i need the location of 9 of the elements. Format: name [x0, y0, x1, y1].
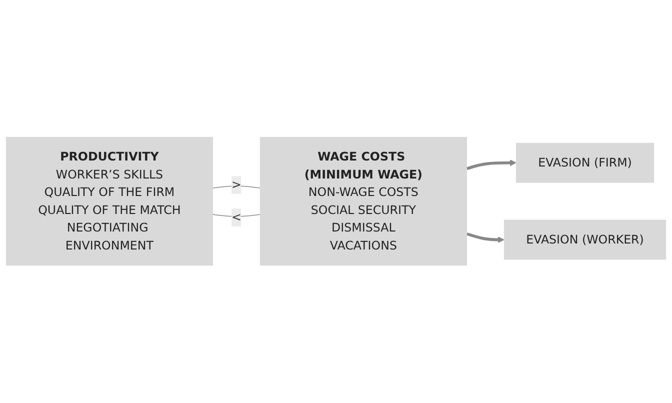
edge-label: >: [231, 178, 242, 192]
node-box: EVASION (WORKER): [504, 220, 666, 260]
node-box: EVASION (FIRM): [516, 143, 654, 183]
edge-label: <: [231, 210, 242, 224]
node-box: WAGE COSTS (MINIMUM WAGE) NON-WAGE COSTS SOCIAL SECURITY DISMISSAL VACATIONS: [260, 137, 467, 266]
arrow: [466, 232, 504, 244]
arrow: [466, 160, 516, 170]
connector: [212, 214, 260, 218]
node-box: PRODUCTIVITY WORKER’S SKILLS QUALITY OF THE FIRM QUALITY OF THE MATCH NEGOTIATING ENVIRONMENT: [6, 137, 213, 266]
